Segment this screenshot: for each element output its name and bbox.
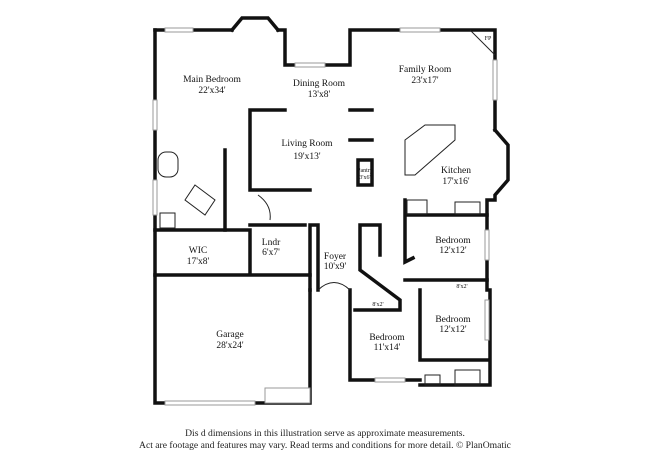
room-name: WIC xyxy=(189,246,207,256)
room-size: 22'x34' xyxy=(198,86,225,96)
disclaimer-line-1: Dis d dimensions in this illustration se… xyxy=(185,428,465,439)
room-size: 19'x13' xyxy=(293,152,320,162)
walls xyxy=(153,16,510,405)
room-size: 6'x7' xyxy=(262,248,280,258)
room-size: 17'x8' xyxy=(187,257,210,267)
room-name: Foyer xyxy=(324,252,347,262)
disclaimer-line-2: Act are footage and features may vary. R… xyxy=(139,440,511,451)
closet-size: 8'x2' xyxy=(372,302,383,308)
room-name: Main Bedroom xyxy=(183,75,241,85)
room-size: 17'x16' xyxy=(442,177,469,187)
room-name: Living Room xyxy=(282,139,334,149)
room-name: Bedroom xyxy=(369,333,405,343)
room-size: 12'x12' xyxy=(439,246,466,256)
room-size: 23'x17' xyxy=(411,76,438,86)
room-size: 13'x8' xyxy=(308,90,331,100)
room-name: Pantry xyxy=(357,168,373,174)
windows xyxy=(152,27,498,406)
fixtures xyxy=(157,29,496,386)
room-name: Garage xyxy=(216,330,243,340)
room-name: Bedroom xyxy=(435,236,471,246)
room-size: 11'x14' xyxy=(374,343,401,353)
room-size: 28'x24' xyxy=(216,341,243,351)
room-labels: Main Bedroom 22'x34' Dining Room 13'x8' … xyxy=(183,36,492,353)
room-name: Kitchen xyxy=(441,166,471,176)
room-name: Family Room xyxy=(399,65,452,75)
room-size: 12'x12' xyxy=(439,325,466,335)
closet-size: 8'x2' xyxy=(456,284,467,290)
room-name: Lndr xyxy=(262,238,281,248)
room-size: 10'x9' xyxy=(324,262,347,272)
room-size: 3'x6' xyxy=(359,175,370,181)
fireplace-label: FP xyxy=(485,36,492,42)
room-name: Dining Room xyxy=(293,79,346,89)
room-name: Bedroom xyxy=(435,315,471,325)
